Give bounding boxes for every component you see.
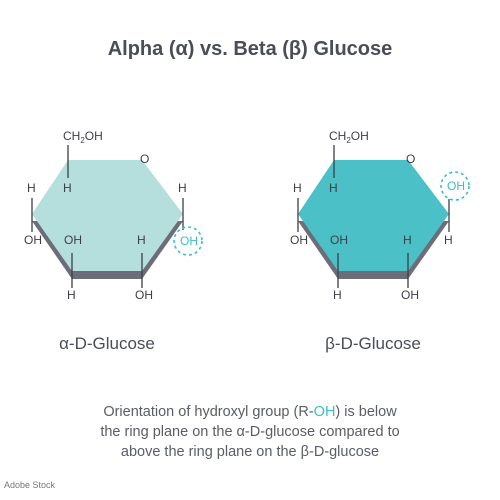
alpha-h-c2: H: [137, 233, 146, 247]
page-title: Alpha (α) vs. Beta (β) Glucose: [107, 38, 393, 60]
beta-oh-c1: OH: [447, 179, 465, 193]
beta-oh-c4: OH: [290, 233, 308, 247]
beta-ring-oxygen: O: [406, 152, 415, 166]
beta-glucose-label: β-D-Glucose: [325, 334, 421, 353]
alpha-h-c3: H: [67, 288, 76, 302]
alpha-glucose-molecule: CH2OH O H H OH OH H H OH H OH: [24, 129, 203, 302]
beta-h-c3: H: [333, 288, 342, 302]
alpha-ring-face: [32, 160, 183, 271]
alpha-ch2oh: CH2OH: [63, 129, 103, 145]
beta-oh-c2: OH: [401, 288, 419, 302]
caption-oh-highlight: OH: [313, 404, 336, 420]
caption-line-2: the ring plane on the α-D-glucose compar…: [100, 424, 400, 440]
alpha-oh-c4: OH: [24, 233, 42, 247]
beta-h-c2: H: [403, 233, 412, 247]
beta-ch2oh: CH2OH: [329, 129, 369, 145]
beta-oh-highlight-circle: [440, 171, 470, 201]
alpha-h-c1: H: [178, 181, 187, 195]
beta-ring-face: [298, 160, 449, 271]
alpha-h-c5: H: [63, 181, 72, 195]
beta-h-c5: H: [329, 181, 338, 195]
alpha-oh-c3: OH: [64, 233, 82, 247]
alpha-oh-c1: OH: [180, 234, 198, 248]
beta-oh-c3: OH: [330, 233, 348, 247]
beta-h-c1: H: [444, 233, 453, 247]
caption-line-3: above the ring plane on the β-D-glucose: [120, 444, 380, 460]
alpha-h-c4: H: [27, 181, 36, 195]
alpha-glucose-label: α-D-Glucose: [59, 334, 155, 353]
beta-h-c4: H: [293, 181, 302, 195]
alpha-oh-c2: OH: [135, 288, 153, 302]
caption-line-1: Orientation of hydroxyl group (R-OH) is …: [103, 404, 397, 420]
explanation-caption: Orientation of hydroxyl group (R-OH) is …: [30, 402, 470, 462]
beta-glucose-molecule: CH2OH O H H OH OH H H OH OH H: [290, 129, 470, 302]
alpha-oh-highlight-circle: [173, 226, 203, 256]
brand-logo: Adobe Stock: [4, 480, 56, 490]
alpha-ring-oxygen: O: [140, 152, 149, 166]
